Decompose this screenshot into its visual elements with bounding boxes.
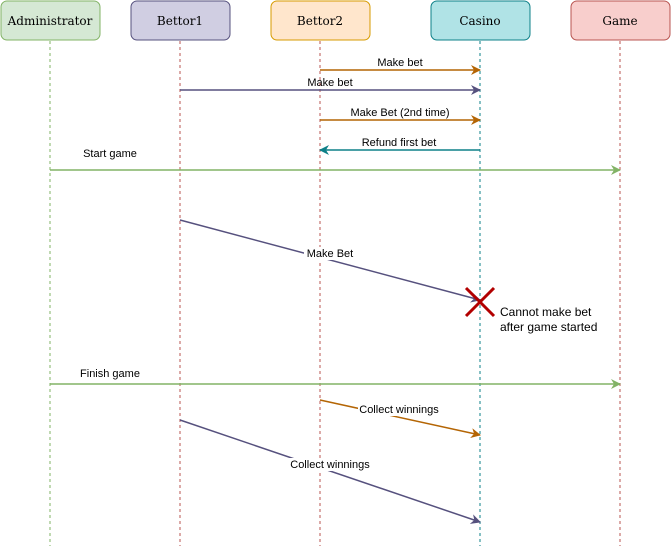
participant-casino-label: Casino — [459, 14, 500, 28]
message-bettor1-collect-winnings[interactable]: Collect winnings — [179, 419, 481, 524]
rejection-x-icon — [464, 286, 496, 318]
participant-game[interactable]: Game — [570, 0, 671, 41]
message-label: Make Bet (2nd time) — [350, 107, 449, 119]
participant-bettor1[interactable]: Bettor1 — [130, 0, 231, 41]
message-casino-refund[interactable]: Refund first bet — [319, 137, 480, 155]
participant-game-label: Game — [602, 14, 637, 28]
message-administrator-finish-game[interactable]: Finish game — [50, 368, 621, 389]
message-label: Refund first bet — [362, 137, 437, 149]
message-label: Start game — [83, 148, 137, 160]
message-label: Make bet — [307, 77, 352, 89]
participant-bettor1-label: Bettor1 — [157, 14, 203, 28]
participant-casino[interactable]: Casino — [430, 0, 531, 41]
message-label: Collect winnings — [290, 459, 370, 471]
message-bettor1-make-bet-rejected[interactable]: Make Bet — [179, 219, 481, 303]
message-bettor2-collect-winnings[interactable]: Collect winnings — [319, 399, 481, 438]
message-label: Finish game — [80, 368, 140, 380]
participant-bettor2-label: Bettor2 — [297, 14, 343, 28]
rejection-note-line2: after game started — [500, 320, 597, 334]
message-bettor1-make-bet[interactable]: Make bet — [180, 77, 481, 95]
rejection-note-line1: Cannot make bet — [500, 305, 592, 319]
message-label: Make bet — [377, 57, 422, 69]
message-label: Make Bet — [307, 248, 353, 260]
message-label: Collect winnings — [359, 404, 439, 416]
message-administrator-start-game[interactable]: Start game — [50, 148, 621, 175]
participant-administrator[interactable]: Administrator — [0, 0, 101, 41]
participant-administrator-label: Administrator — [7, 14, 93, 28]
participant-bettor2[interactable]: Bettor2 — [270, 0, 371, 41]
message-bettor2-make-bet-2nd[interactable]: Make Bet (2nd time) — [320, 107, 481, 125]
message-bettor2-make-bet[interactable]: Make bet — [320, 57, 481, 75]
